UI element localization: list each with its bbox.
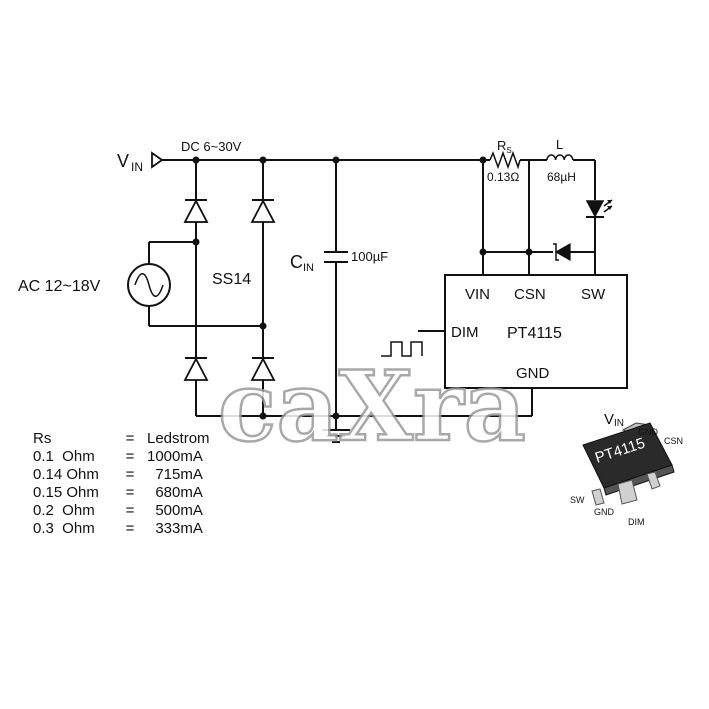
- capacitor-value: 100µF: [351, 249, 388, 264]
- ic-pin-sw: SW: [581, 286, 606, 303]
- watermark: caXra: [218, 350, 526, 463]
- pt4115-ic-box: [444, 274, 628, 389]
- inductor-symbol: [546, 154, 574, 161]
- table-cell-rs: 0.15 Ohm: [33, 484, 99, 501]
- led-icon: [585, 199, 613, 218]
- dc-voltage-label: DC 6~30V: [181, 139, 242, 154]
- sense-resistor-symbol: [489, 150, 521, 170]
- table-cell-current: 680mA: [147, 484, 203, 501]
- table-cell-eq: =: [125, 448, 135, 465]
- table-row: 0.1 Ohm = 1000mA: [33, 448, 217, 466]
- diode-bridge-top-right: [250, 199, 276, 223]
- sense-resistor-label: RS: [497, 138, 512, 155]
- bridge-diode-label: SS14: [212, 271, 251, 288]
- table-cell-rs: 0.1 Ohm: [33, 448, 95, 465]
- capacitor-label: CIN: [290, 252, 314, 274]
- package-pin-dim: DIM: [628, 517, 645, 527]
- table-cell-rs: 0.2 Ohm: [33, 502, 95, 519]
- sot89-package-illustration: [582, 422, 675, 506]
- table-cell-current: 333mA: [147, 520, 203, 537]
- table-cell-eq: =: [125, 466, 135, 483]
- wiring: [148, 159, 596, 430]
- ground-icon: [322, 429, 350, 443]
- table-cell-current: 1000mA: [147, 448, 203, 465]
- package-pin-gnd-bottom: GND: [594, 507, 615, 517]
- ic-pin-csn: CSN: [514, 286, 546, 303]
- table-cell-eq: =: [125, 520, 135, 537]
- table-cell-rs: 0.3 Ohm: [33, 520, 95, 537]
- table-header: Rs = Ledstrom: [33, 430, 217, 448]
- table-row: 0.15 Ohm = 680mA: [33, 484, 217, 502]
- junction-dots: [192, 156, 533, 420]
- sense-resistor-value: 0.13Ω: [487, 170, 519, 184]
- table-row: 0.2 Ohm = 500mA: [33, 502, 217, 520]
- table-cell-eq: =: [125, 484, 135, 501]
- table-header-eq: =: [125, 430, 135, 447]
- rs-current-table: Rs = Ledstrom 0.1 Ohm = 1000mA 0.14 Ohm …: [33, 430, 217, 538]
- table-cell-rs: 0.14 Ohm: [33, 466, 99, 483]
- diode-bridge-bottom-right: [250, 357, 276, 381]
- package-pin-vin: VIN: [604, 411, 624, 429]
- capacitor-symbol: [324, 251, 348, 263]
- pwm-pulse-icon: [381, 341, 423, 357]
- ac-source-icon: [127, 263, 171, 307]
- ic-pin-vin: VIN: [465, 286, 490, 303]
- ic-pin-gnd: GND: [516, 365, 550, 382]
- inductor-value: 68µH: [547, 170, 576, 184]
- freewheel-diode-symbol: [553, 242, 571, 262]
- table-row: 0.14 Ohm = 715mA: [33, 466, 217, 484]
- ic-pin-dim: DIM: [451, 324, 479, 341]
- table-cell-current: 715mA: [147, 466, 203, 483]
- table-cell-eq: =: [125, 502, 135, 519]
- package-pin-sw: SW: [570, 495, 585, 505]
- table-row: 0.3 Ohm = 333mA: [33, 520, 217, 538]
- table-cell-current: 500mA: [147, 502, 203, 519]
- table-header-current: Ledstrom: [147, 430, 210, 447]
- diode-bridge-top-left: [183, 199, 209, 223]
- package-pin-csn: CSN: [664, 436, 683, 446]
- table-header-rs: Rs: [33, 430, 52, 447]
- package-pin-gnd-top: GND: [638, 427, 659, 437]
- inductor-label: L: [556, 137, 563, 152]
- vin-terminal-symbol: [151, 151, 164, 169]
- ac-voltage-label: AC 12~18V: [18, 278, 101, 295]
- diode-bridge-bottom-left: [183, 357, 209, 381]
- ic-name: PT4115: [507, 325, 562, 342]
